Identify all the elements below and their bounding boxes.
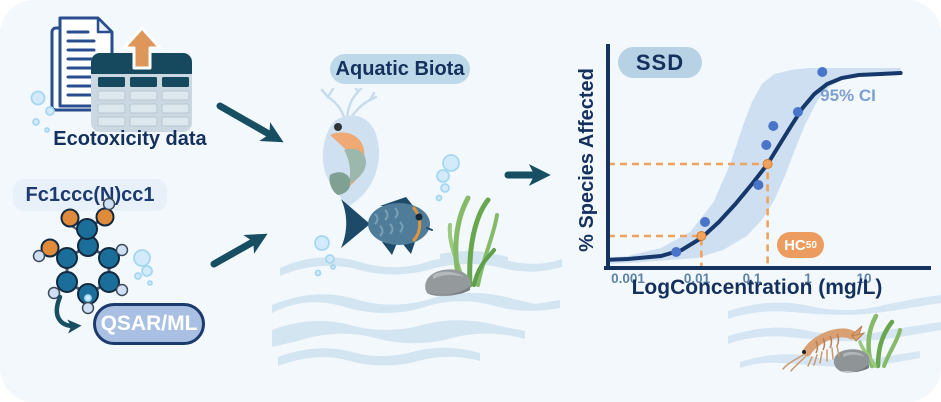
ci-annotation: 95% CI [820, 86, 876, 105]
shrimp-scene [782, 313, 902, 373]
waves-center [272, 251, 562, 366]
x-tick: 0.01 [684, 271, 711, 286]
hc-subscript: 50 [805, 239, 817, 251]
fish-illustration [341, 197, 433, 255]
daphnia-illustration [320, 88, 380, 213]
species-data-point [700, 217, 710, 227]
upload-arrow-icon [122, 26, 162, 70]
x-tick: 0.001 [611, 271, 645, 286]
y-axis-label: % Species Affected [576, 68, 598, 252]
qsar-ml-badge: QSAR/ML [93, 303, 205, 345]
arrow-data-to-biota [216, 102, 284, 143]
smiles-string: Fc1ccc(N)cc1 [13, 179, 167, 211]
hc-marker-point [762, 159, 773, 169]
x-tick: 10 [856, 271, 871, 286]
species-data-point [671, 247, 682, 257]
hc-marker-point [696, 231, 707, 241]
x-tick: 0.1 [743, 271, 762, 286]
hc-dashed-line [608, 234, 703, 268]
rock-illustration [425, 269, 471, 297]
x-tick: 1 [804, 271, 812, 286]
table-dark-cells [98, 77, 189, 87]
species-data-point [761, 140, 772, 150]
arrow-molecule-to-biota [210, 233, 268, 268]
species-data-point [768, 121, 779, 131]
x-tick-labels: 0.001 0.01 0.1 1 10 [611, 271, 871, 286]
table-light-cells [97, 90, 190, 127]
rock-right-icon [833, 349, 870, 373]
ssd-title-badge: SSD [618, 47, 702, 78]
hydrogen-atoms [32, 197, 129, 315]
ci-band [608, 68, 901, 264]
ssd-chart: 0.001 0.01 0.1 1 10 [604, 44, 931, 286]
molecule-illustration [32, 197, 129, 315]
seaweed-right-icon [858, 313, 902, 369]
hc-label: HC [784, 236, 806, 254]
plot-layer [608, 67, 903, 268]
carbon-atoms [56, 218, 120, 305]
document-fold [96, 16, 114, 34]
heteroatoms [40, 207, 115, 258]
species-data-point [753, 180, 764, 190]
shrimp-icon [782, 325, 866, 372]
aquatic-biota-badge: Aquatic Biota [330, 54, 470, 84]
bubbles [30, 90, 460, 302]
species-data-point [817, 67, 828, 77]
document-text-lines [66, 30, 96, 97]
ecotoxicity-data-icon [50, 16, 192, 132]
species-data-point [792, 107, 803, 117]
x-axis-label: LogConcentration (mg/L) [631, 276, 883, 299]
ecotoxicity-data-label: Ecotoxicity data [53, 128, 207, 150]
arrow-molecule-to-qsar [54, 294, 82, 334]
